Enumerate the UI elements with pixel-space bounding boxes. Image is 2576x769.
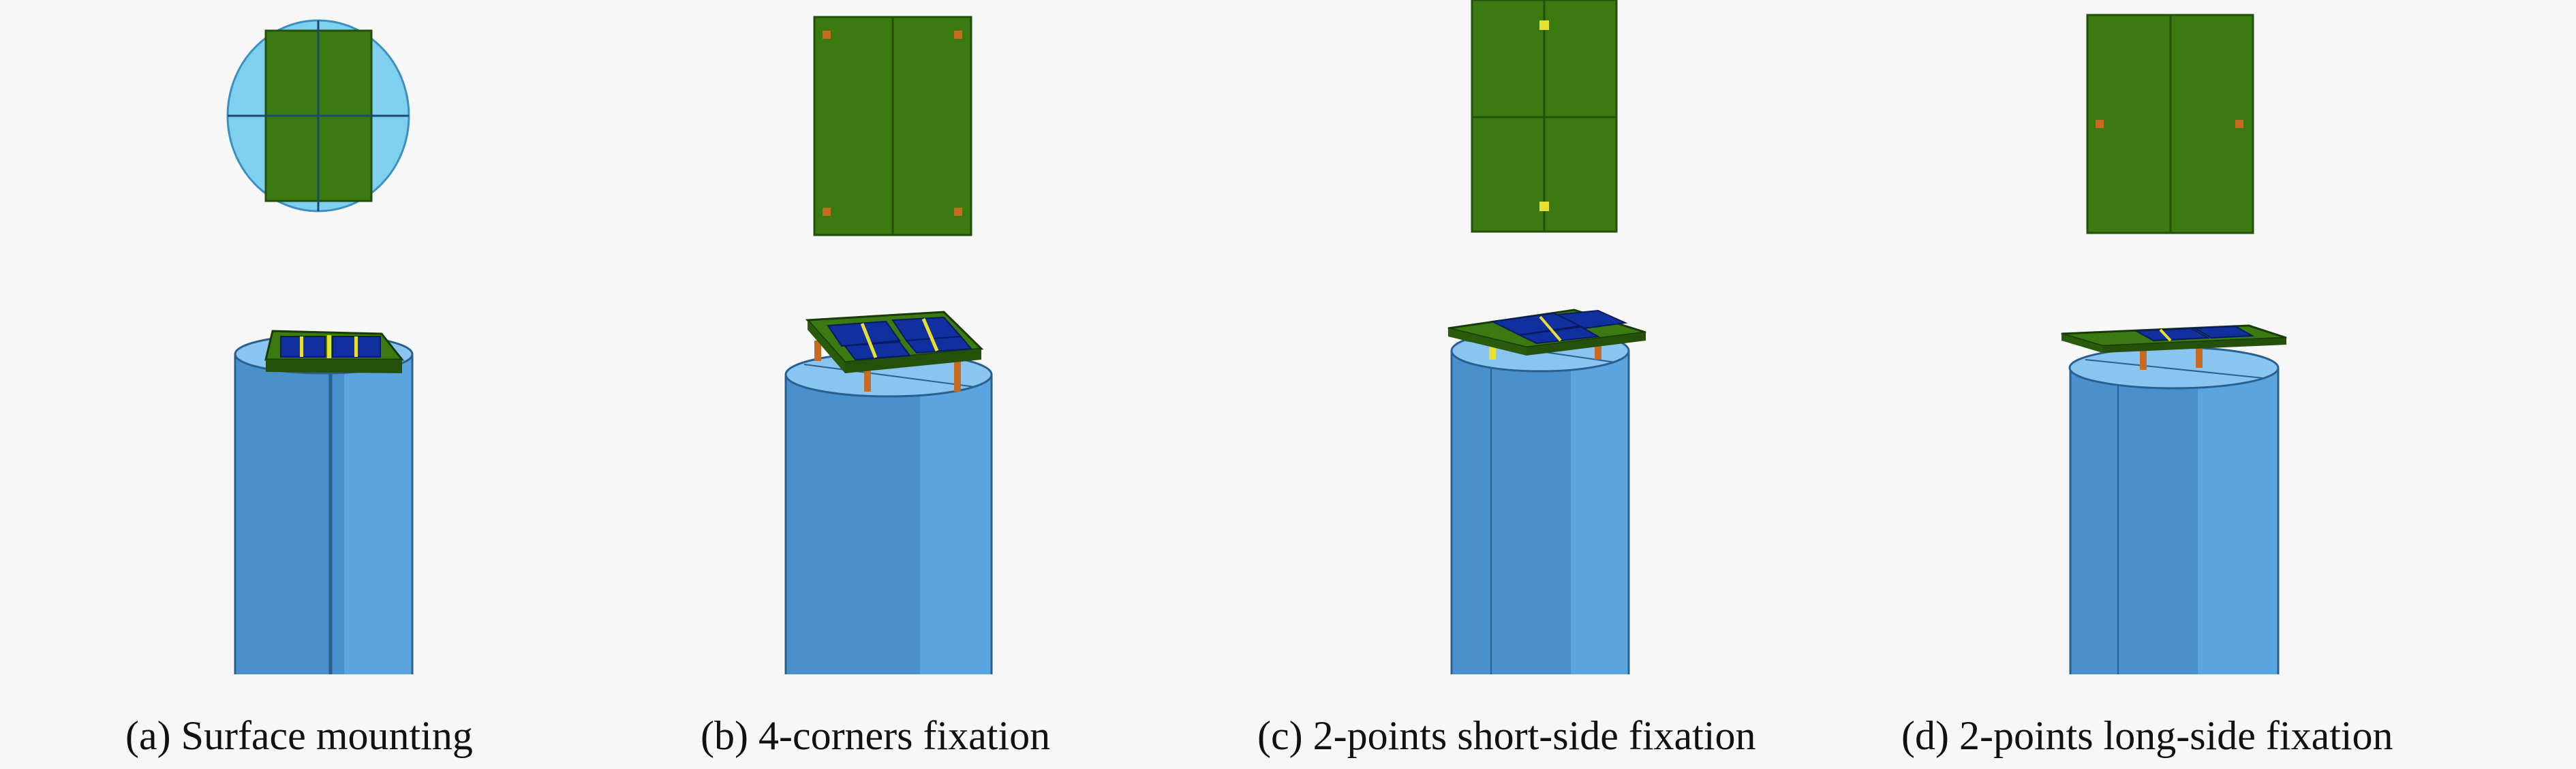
solar-cell	[1554, 309, 1628, 330]
support-leg	[1595, 341, 1601, 360]
fixation-point	[823, 31, 831, 39]
fixation-point	[1539, 202, 1549, 211]
fixation-point	[954, 31, 962, 39]
panel-b-3d-view	[784, 311, 993, 674]
support-leg	[814, 341, 821, 361]
support-leg	[2140, 344, 2147, 370]
solar-cell	[904, 335, 973, 354]
support-leg	[864, 354, 871, 392]
panel-a	[226, 19, 414, 674]
panel-d-3d-view	[2061, 324, 2287, 674]
caption-d: (d) 2-points long-side fixation	[1901, 713, 2393, 758]
panel-b	[784, 16, 993, 674]
fixation-point	[823, 208, 831, 216]
fixation-point	[2235, 120, 2243, 128]
panel-a-3d-view	[234, 330, 414, 674]
panel-d	[2061, 14, 2287, 674]
fixation-point	[1539, 20, 1549, 30]
support-leg	[954, 354, 961, 392]
solar-cell	[827, 320, 901, 347]
caption-a: (a) Surface mounting	[125, 713, 473, 758]
fixation-point	[2096, 120, 2104, 128]
panel-b-top-view	[813, 16, 972, 236]
support-leg	[1489, 341, 1496, 360]
caption-b: (b) 4-corners fixation	[701, 713, 1051, 758]
solar-cell	[1517, 326, 1601, 345]
panel-a-top-view	[226, 19, 410, 213]
fixation-point	[954, 208, 962, 216]
caption-c: (c) 2-points short-side fixation	[1257, 713, 1756, 758]
solar-cell	[844, 341, 911, 361]
support-leg	[2196, 341, 2203, 368]
panel-d-top-view	[2086, 14, 2254, 234]
panel-c-3d-view	[1447, 309, 1646, 674]
solar-cell	[2134, 327, 2211, 342]
panel-c-top-view	[1471, 0, 1618, 233]
cylinder-top	[2068, 346, 2280, 390]
panel-c	[1447, 0, 1646, 674]
solar-cell	[2192, 325, 2255, 339]
